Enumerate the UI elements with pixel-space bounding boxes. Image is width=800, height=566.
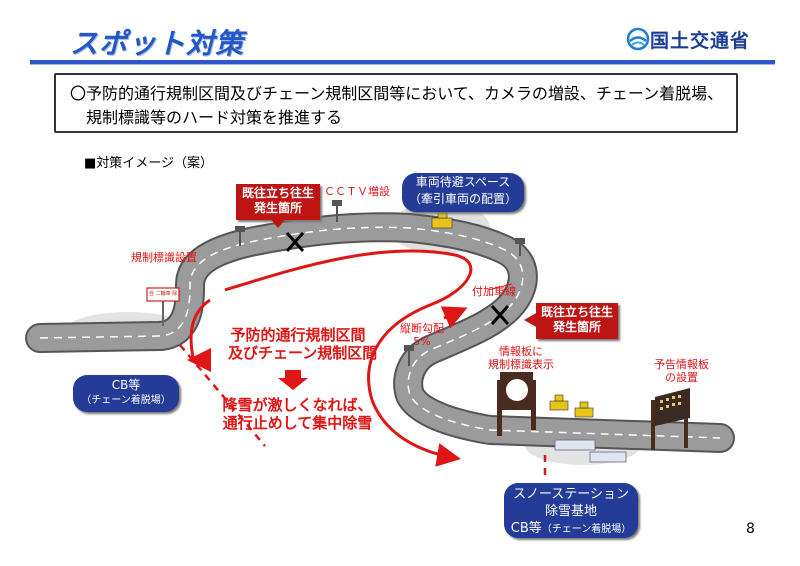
station-line-2: 除雪基地 xyxy=(544,504,597,519)
restricted-section-line-2: 及びチェーン規制区間 xyxy=(228,344,378,362)
slope-line-1: 縦断勾配 xyxy=(400,322,444,335)
heavy-snow-line-2: 通行止めして集中除雪 xyxy=(222,414,373,432)
cctv-label: ＣＣＴＶ増設 xyxy=(324,185,390,198)
lead-box xyxy=(54,73,738,133)
station-cb-main: CB等 xyxy=(510,521,542,536)
waiting-space-line-2: （牽引車両の配置） xyxy=(408,192,517,206)
info-board-gantry-icon xyxy=(497,372,536,436)
cb-left-line-2: （チェーン着脱場） xyxy=(81,395,171,406)
stuck-point-mark-2 xyxy=(490,305,510,325)
slope-label: 縦断勾配 5% xyxy=(400,322,444,348)
advance-board-line-1: 予告情報板 xyxy=(654,358,709,371)
waiting-space-line-1: 車両待避スペース xyxy=(415,175,511,189)
added-lane-leader xyxy=(487,283,513,291)
restricted-section-line-1: 予防的通行規制区間 xyxy=(230,326,366,344)
past-stuck-1-line-2: 発生箇所 xyxy=(253,201,302,215)
snow-station-box: スノーステーション 除雪基地 CB等（チェーン着脱場） xyxy=(504,483,638,538)
ministry-logo-icon xyxy=(626,27,650,51)
heavy-snow-line-1: 降雪が激しくなれば、 xyxy=(222,396,373,414)
info-board-line-1: 情報板に xyxy=(499,345,543,358)
added-lane-arrow xyxy=(440,306,468,329)
advance-board-line-2: の設置 xyxy=(665,371,698,384)
info-board-display-label: 情報板に 規制標識表示 xyxy=(488,345,554,371)
advance-board-icon xyxy=(651,388,690,450)
station-cb-sub: （チェーン着脱場） xyxy=(541,524,632,535)
advance-board-label: 予告情報板 の設置 xyxy=(654,358,709,384)
page-number: 8 xyxy=(746,521,755,537)
slope-line-2: 5% xyxy=(413,335,431,348)
callout-pointer-1 xyxy=(268,216,288,228)
cb-left-line-1: CB等 xyxy=(111,378,141,392)
past-stuck-box-2: 既往立ち往生 発生箇所 xyxy=(536,303,618,339)
lead-line-2: 規制標識等のハード対策を推進する xyxy=(86,108,343,127)
info-board-line-2: 規制標識表示 xyxy=(488,358,554,371)
cctv-camera-icon xyxy=(235,200,525,366)
past-stuck-box-1: 既往立ち往生 発生箇所 xyxy=(236,184,320,220)
station-line-1: スノーステーション xyxy=(512,487,630,502)
ministry-name: 国土交通省 xyxy=(650,30,751,52)
sign-placement-label: 規制標識設置 xyxy=(131,251,197,264)
stuck-point-mark-1 xyxy=(285,232,305,252)
past-stuck-1-line-1: 既往立ち往生 xyxy=(241,186,314,200)
title-underline xyxy=(30,60,775,64)
title-underline-shadow xyxy=(30,64,775,65)
section-subheading: ■対策イメージ（案） xyxy=(84,156,214,171)
restricted-section-label: 予防的通行規制区間 及びチェーン規制区間 xyxy=(228,326,378,362)
added-lane-label: 付加車線 xyxy=(472,285,516,298)
snowplow-icon xyxy=(431,210,594,418)
heavy-snow-label: 降雪が激しくなれば、 通行止めして集中除雪 xyxy=(220,396,375,432)
past-stuck-2-line-2: 発生箇所 xyxy=(552,320,601,334)
past-stuck-2-line-1: 既往立ち往生 xyxy=(540,305,613,319)
sign-face-text: 自 二輪車 除く xyxy=(149,291,183,297)
callout-pointer-2 xyxy=(524,312,538,328)
waiting-space-box: 車両待避スペース （牽引車両の配置） xyxy=(402,173,524,212)
mid-route-curve xyxy=(224,249,473,467)
down-arrow-icon xyxy=(278,370,308,390)
page-title: スポット対策 xyxy=(70,27,245,60)
cb-left-box: CB等 （チェーン着脱場） xyxy=(73,375,179,412)
truck-icon xyxy=(554,439,627,463)
lead-line-1: 〇予防的通行規制区間及びチェーン規制区間等において、カメラの増設、チェーン着脱場… xyxy=(70,84,724,103)
left-dashed-line xyxy=(179,344,266,447)
regulation-sign-icon xyxy=(146,287,180,326)
